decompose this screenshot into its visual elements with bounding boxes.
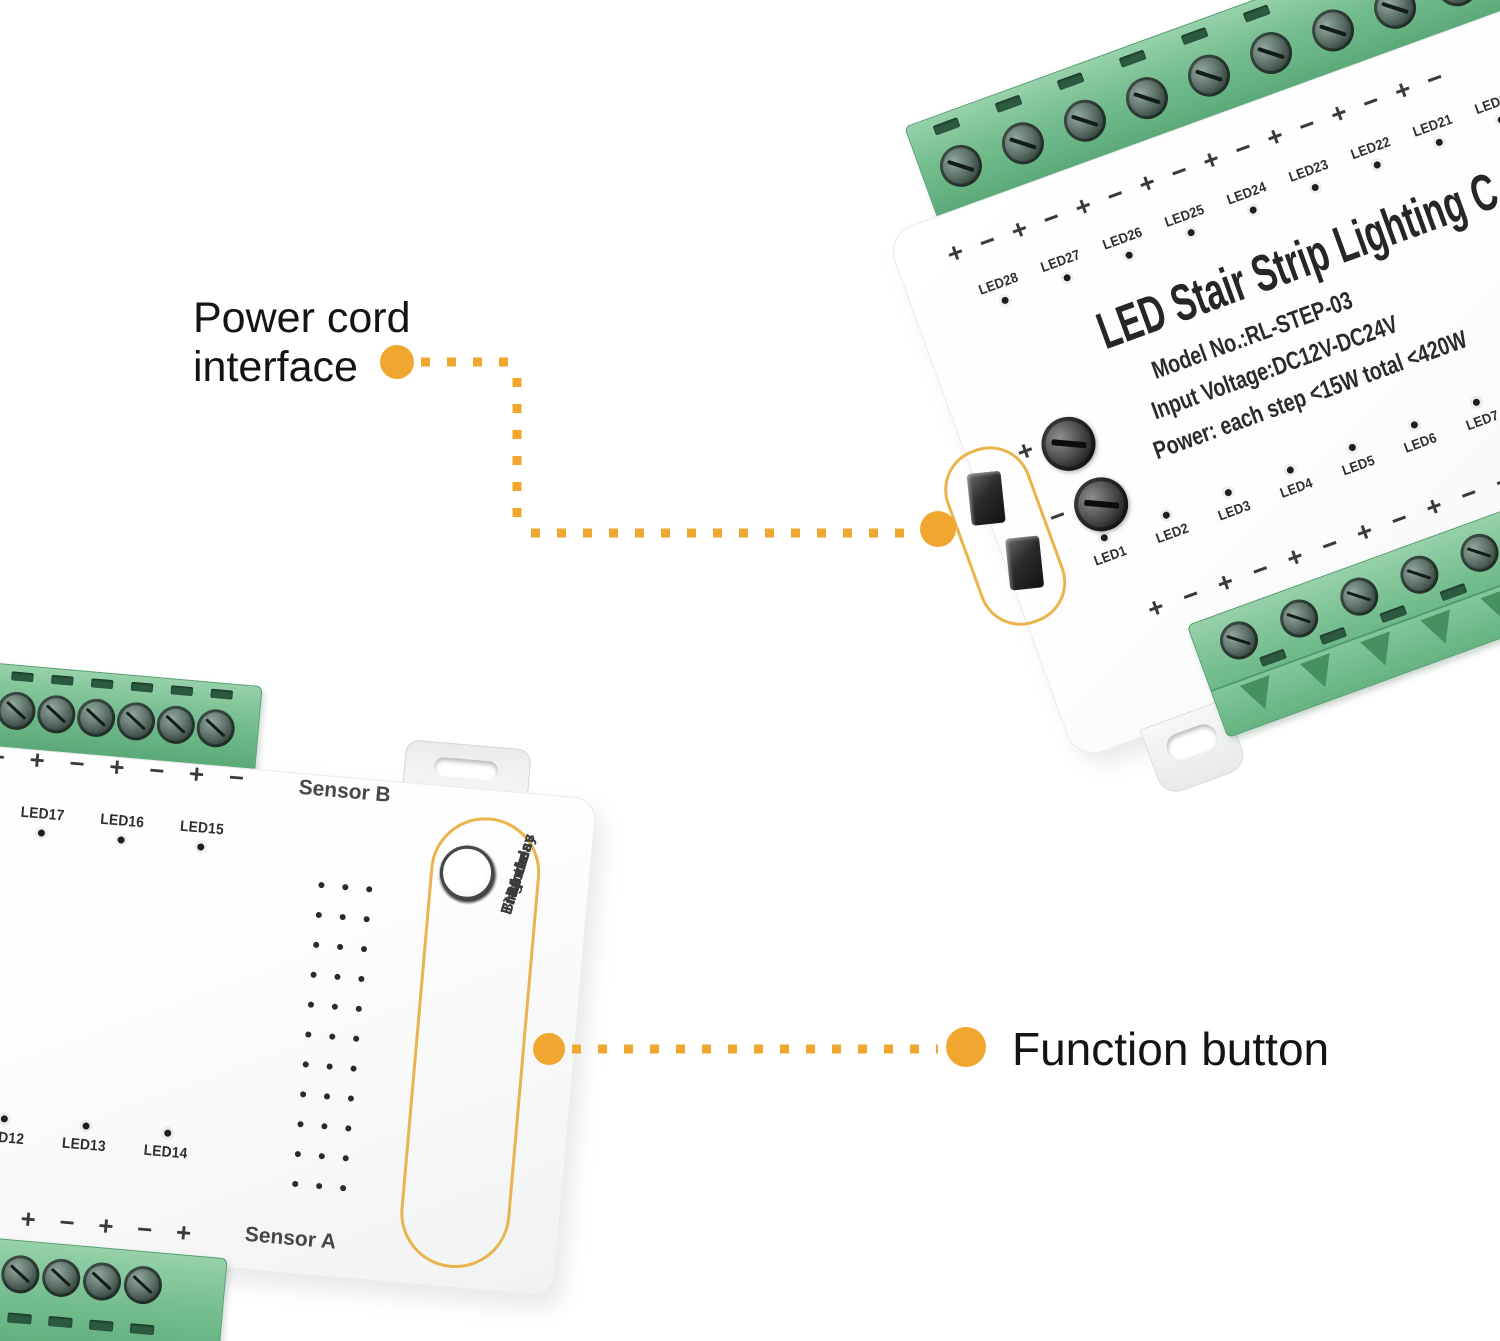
power-cord-interface-label: Power cord interface xyxy=(193,294,410,392)
callout-dot xyxy=(533,1033,565,1065)
callout-dot xyxy=(946,1027,986,1067)
power-cord-line2: interface xyxy=(193,343,358,391)
function-button-label: Function button xyxy=(1012,1023,1330,1075)
callout-dot xyxy=(920,511,956,547)
callout-dot xyxy=(380,345,414,379)
power-cord-line1: Power cord xyxy=(193,294,411,342)
